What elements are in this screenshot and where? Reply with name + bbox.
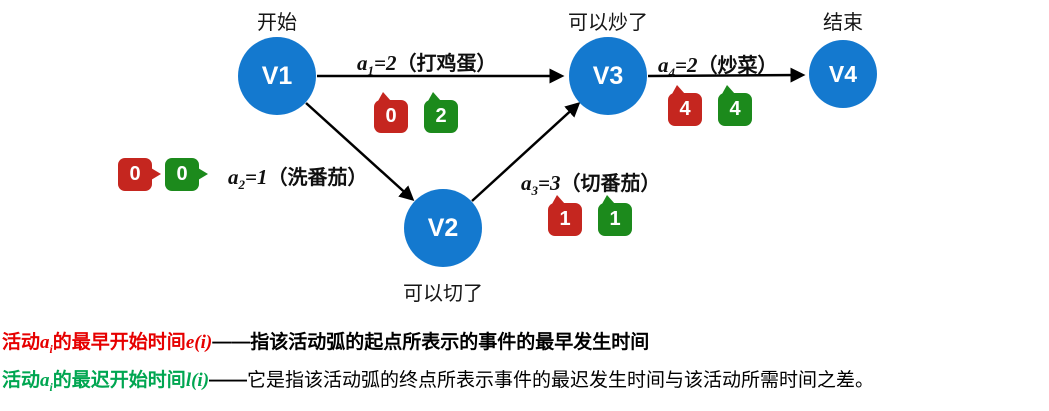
node-caption-v2: 可以切了	[403, 283, 483, 305]
badge-latest-a2: 0	[165, 158, 208, 191]
activity-desc-a4: （炒菜）	[697, 55, 778, 77]
node-label: V3	[592, 61, 624, 90]
badge-earliest-a3: 1	[548, 195, 582, 236]
node-caption-v3: 可以炒了	[568, 12, 648, 34]
legend-dash: ——	[209, 370, 248, 391]
activity-desc-a3: （切番茄）	[560, 173, 661, 195]
edge-label-a1: a1=2（打鸡蛋）	[357, 47, 496, 79]
edge-label-a2: a2=1（洗番茄）	[228, 161, 367, 193]
activity-desc-a2: （洗番茄）	[267, 167, 368, 189]
legend-earliest-start: 活动ai的最早开始时间e(i)——指该活动弧的起点所表示的事件的最早发生时间	[2, 327, 649, 357]
edge-label-a3: a3=3（切番茄）	[521, 167, 660, 199]
node-label: V2	[427, 213, 459, 242]
legend-desc-earliest: 指该活动弧的起点所表示的事件的最早发生时间	[250, 332, 650, 353]
node-label: V4	[828, 60, 858, 87]
badge-latest-a4: 4	[718, 85, 752, 126]
activity-id-a3: a3=3	[521, 171, 561, 199]
activity-id-a1: a1=2	[357, 51, 397, 79]
badge-latest-a3: 1	[598, 195, 632, 236]
node-v3: V3	[569, 37, 647, 115]
activity-desc-a1: （打鸡蛋）	[396, 53, 497, 75]
node-caption-v4: 结束	[823, 12, 863, 34]
legend-dash: ——	[212, 332, 251, 353]
badge-earliest-a2: 0	[118, 158, 161, 191]
node-caption-v1: 开始	[257, 12, 297, 34]
node-label: V1	[261, 61, 293, 90]
legend-term-earliest: 活动ai的最早开始时间e(i)	[2, 332, 213, 356]
legend-latest-start: 活动ai的最迟开始时间l(i)——它是指该活动弧的终点所表示事件的最迟发生时间与…	[2, 365, 874, 395]
node-v1: V1	[238, 37, 316, 115]
legend-desc-latest: 它是指该活动弧的终点所表示事件的最迟发生时间与该活动所需时间之差。	[247, 370, 875, 391]
node-v2: V2	[404, 189, 482, 267]
edge-label-a4: a4=2（炒菜）	[658, 49, 777, 81]
badge-earliest-a1: 0	[374, 92, 408, 133]
legend-term-latest: 活动ai的最迟开始时间l(i)	[2, 370, 210, 394]
activity-id-a2: a2=1	[228, 165, 268, 193]
badge-latest-a1: 2	[424, 92, 458, 133]
badge-earliest-a4: 4	[668, 85, 702, 126]
activity-id-a4: a4=2	[658, 53, 698, 81]
node-v4: V4	[809, 40, 877, 108]
